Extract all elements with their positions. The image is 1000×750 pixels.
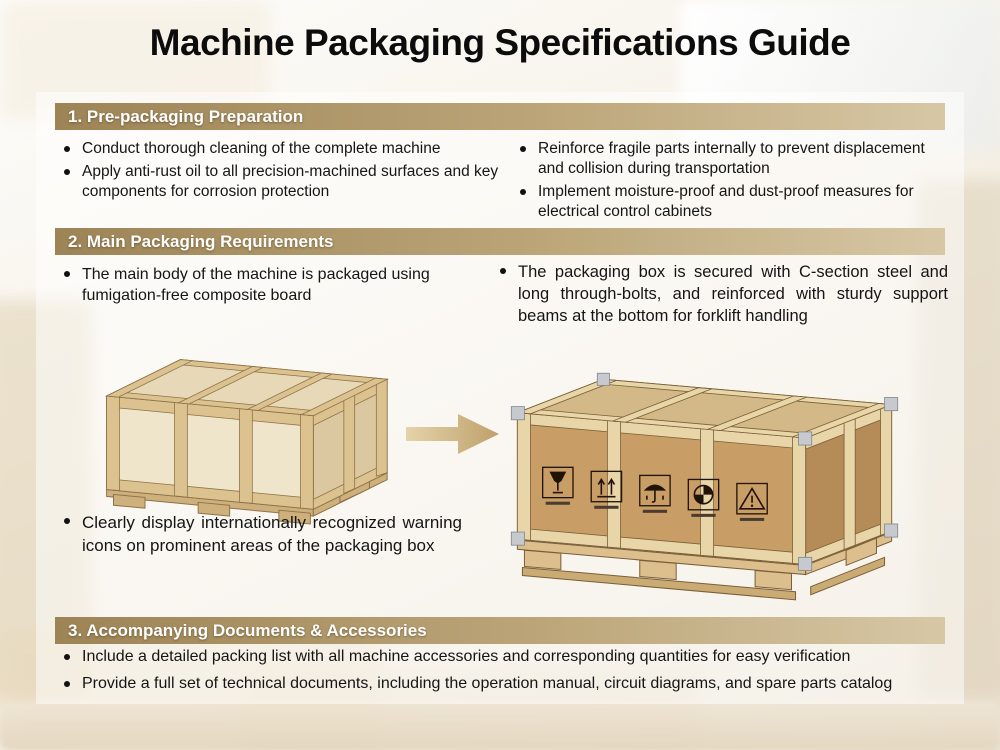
bullet-dot: [64, 681, 70, 687]
list-item: Reinforce fragile parts internally to pr…: [520, 139, 948, 179]
section-2-heading-bar: 2. Main Packaging Requirements: [55, 228, 945, 255]
section-1-heading: 1. Pre-packaging Preparation: [68, 106, 304, 126]
bullet-dot: [520, 189, 526, 195]
plain-wooden-crate-illustration: [104, 359, 389, 525]
crate-battens: [105, 359, 389, 510]
pallet: [516, 531, 893, 601]
list-item: The packaging box is secured with C-sect…: [500, 261, 948, 327]
bullet-text: Conduct thorough cleaning of the complet…: [82, 140, 441, 157]
warning-icons-row: [541, 466, 768, 521]
bullet-dot: [64, 271, 70, 277]
bullet-dot: [64, 518, 70, 524]
list-item: Clearly display internationally recogniz…: [64, 511, 462, 557]
bullet-dot: [520, 146, 526, 152]
center-of-gravity-icon: [687, 478, 720, 517]
crate-battens: [516, 378, 893, 566]
list-item: The main body of the machine is packaged…: [64, 264, 484, 306]
section-2-left-top: The main body of the machine is packaged…: [64, 264, 484, 309]
list-item: Conduct thorough cleaning of the complet…: [64, 139, 500, 159]
bullet-text: Apply anti-rust oil to all precision-mac…: [82, 163, 499, 200]
section-2-left-bottom: Clearly display internationally recogniz…: [64, 511, 462, 560]
bullet-text: Include a detailed packing list with all…: [82, 648, 851, 665]
metal-corner-brackets: [510, 372, 899, 571]
list-item: Provide a full set of technical document…: [64, 674, 948, 694]
list-item: Apply anti-rust oil to all precision-mac…: [64, 162, 500, 202]
section-2-heading: 2. Main Packaging Requirements: [68, 231, 334, 251]
section-1-heading-bar: 1. Pre-packaging Preparation: [55, 103, 945, 130]
keep-upright-icon: [590, 470, 623, 509]
bullet-text: The main body of the machine is packaged…: [82, 266, 430, 304]
bullet-dot: [500, 268, 506, 274]
fragile-icon: [541, 466, 574, 505]
bullet-text: Clearly display internationally recogniz…: [82, 513, 462, 555]
bullet-dot: [64, 169, 70, 175]
bullet-dot: [64, 654, 70, 660]
section-3-heading-bar: 3. Accompanying Documents & Accessories: [55, 617, 945, 644]
section-3-list: Include a detailed packing list with all…: [64, 647, 948, 701]
reinforced-crate-illustration: [510, 372, 899, 601]
keep-dry-icon: [639, 474, 671, 513]
caution-sling-icon: [736, 482, 768, 521]
section-1-left-list: Conduct thorough cleaning of the complet…: [64, 139, 500, 205]
bullet-text: Implement moisture-proof and dust-proof …: [538, 183, 914, 220]
section-1-right-list: Reinforce fragile parts internally to pr…: [520, 139, 948, 225]
list-item: Include a detailed packing list with all…: [64, 647, 948, 667]
bullet-dot: [64, 146, 70, 152]
bullet-text: Reinforce fragile parts internally to pr…: [538, 140, 925, 177]
bullet-text: Provide a full set of technical document…: [82, 675, 893, 692]
list-item: Implement moisture-proof and dust-proof …: [520, 182, 948, 222]
arrow-right-icon: [406, 414, 499, 454]
section-2-right-paragraph: The packaging box is secured with C-sect…: [500, 261, 948, 330]
background-floor: [0, 702, 1000, 750]
section-3-heading: 3. Accompanying Documents & Accessories: [68, 620, 427, 640]
page-title: Machine Packaging Specifications Guide: [149, 22, 851, 63]
bullet-text: The packaging box is secured with C-sect…: [518, 263, 948, 325]
